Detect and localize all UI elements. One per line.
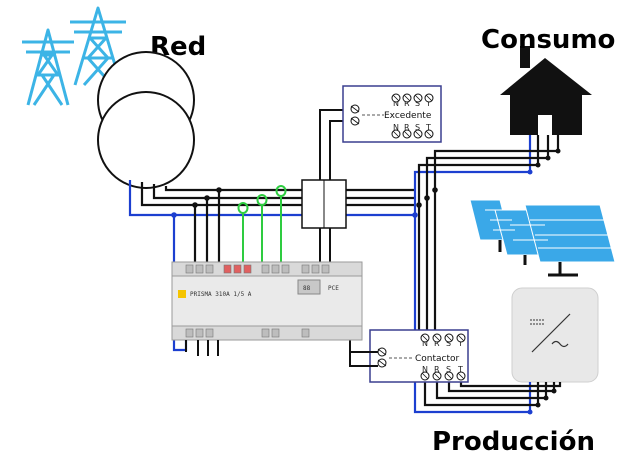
production-junction-dots — [527, 388, 557, 415]
contactor-top-terminal-slot-s — [445, 334, 453, 342]
excedente-wires — [319, 109, 345, 262]
surplus-top-terminal-label-r: R — [404, 99, 410, 108]
meter-bottom-pins — [185, 340, 219, 356]
contactor-bottom-terminal-slot-s — [445, 372, 453, 380]
production-wires — [413, 190, 562, 414]
surplus-label: Excedente — [384, 111, 432, 121]
contactor-bottom-terminal-label-r: R — [434, 365, 440, 374]
production-label: Producción — [432, 427, 595, 455]
surplus-bottom-terminal-label-r: R — [404, 123, 410, 132]
contactor-bottom-terminal-slot-t — [457, 372, 465, 380]
surplus-top-terminal-label-n: N — [393, 99, 399, 108]
surplus-top-terminal-slot-n — [392, 94, 400, 102]
power-tower-icon — [22, 6, 126, 106]
consumption-wires — [413, 135, 560, 215]
meter-display: 88 — [303, 285, 311, 292]
surplus-bottom-terminal-label-s: S — [415, 123, 420, 132]
energy-meter: PRISMA 310A 1/5 A 88 PCE — [171, 261, 363, 341]
surplus-bottom-terminal-label-n: N — [393, 123, 399, 132]
surplus-bottom-terminal-slot-n — [392, 130, 400, 138]
surplus-top-terminal-slot-s — [414, 94, 422, 102]
contactor-label: Contactor — [415, 354, 460, 364]
consumption-junction-dots — [527, 148, 561, 175]
contactor-top-terminal-label-t: T — [457, 339, 463, 348]
house-icon — [500, 46, 592, 135]
surplus-bottom-terminal-slot-t — [425, 130, 433, 138]
contactor-bottom-terminal-label-s: S — [446, 365, 451, 374]
terminal-block — [301, 179, 347, 229]
surplus-top-terminal-slot-t — [425, 94, 433, 102]
surplus-top-terminal-label-t: T — [425, 99, 431, 108]
contactor-top-terminal-label-r: R — [434, 339, 440, 348]
contactor-bottom-terminal-slot-n — [421, 372, 429, 380]
contactor-top-terminal-slot-n — [421, 334, 429, 342]
contactor-bottom-terminal-label-n: N — [422, 365, 428, 374]
contactor-top-terminal-slot-t — [457, 334, 465, 342]
contactor-control-wires — [349, 340, 378, 367]
transformer-icon — [97, 51, 195, 189]
contactor-top-terminal-slot-r — [433, 334, 441, 342]
grid-bus-wires — [128, 180, 415, 217]
inverter-icon — [511, 287, 599, 383]
surplus-bottom-terminal-slot-s — [414, 130, 422, 138]
solar-panel-icon — [469, 199, 616, 277]
surplus-top-terminal-slot-r — [403, 94, 411, 102]
contactor-bottom-terminal-slot-r — [433, 372, 441, 380]
consumption-label: Consumo — [481, 25, 615, 55]
surplus-top-terminal-label-s: S — [415, 99, 420, 108]
meter-brand: PCE — [328, 285, 339, 292]
contactor-top-terminal-label-s: S — [446, 339, 451, 348]
meter-model: PRISMA 310A 1/5 A — [190, 291, 252, 298]
surplus-bottom-terminal-label-t: T — [425, 123, 431, 132]
contactor-top-terminal-label-n: N — [422, 339, 428, 348]
current-transformer-wires — [237, 185, 287, 262]
contactor-bottom-terminal-label-t: T — [457, 365, 463, 374]
surplus-bottom-terminal-slot-r — [403, 130, 411, 138]
